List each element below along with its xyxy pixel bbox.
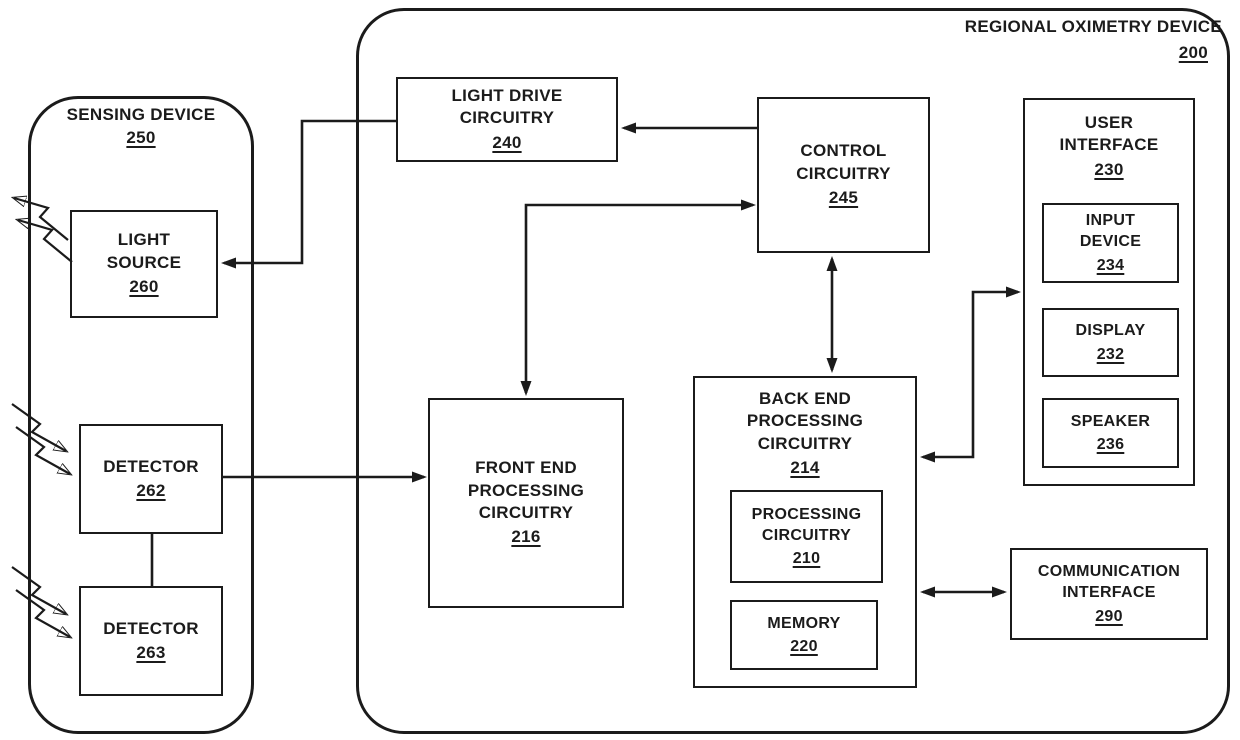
detector-263-label: DETECTOR (103, 618, 199, 638)
speaker-label: SPEAKER (1070, 412, 1151, 430)
light-drive-circuitry-box: LIGHT DRIVE CIRCUITRY 240 (396, 77, 618, 162)
sensing-device-ref: 250 (126, 127, 156, 147)
input-device-box: INPUT DEVICE 234 (1042, 203, 1179, 283)
light-drive-circuitry-label: LIGHT DRIVE CIRCUITRY (451, 85, 563, 128)
control-circuitry-ref: 245 (828, 188, 859, 208)
display-label: DISPLAY (1075, 322, 1146, 340)
sensing-device-title: SENSING DEVICE (66, 105, 216, 124)
regional-oximetry-device-container (356, 8, 1230, 734)
detector-263-box: DETECTOR 263 (79, 586, 223, 696)
user-interface-label: USER INTERFACE (1059, 113, 1159, 155)
display-ref: 232 (1096, 345, 1125, 363)
control-circuitry-box: CONTROL CIRCUITRY 245 (757, 97, 930, 253)
communication-interface-box: COMMUNICATION INTERFACE 290 (1010, 548, 1208, 640)
regional-oximetry-device-title: REGIONAL OXIMETRY DEVICE (964, 17, 1222, 36)
communication-interface-label: COMMUNICATION INTERFACE (1037, 563, 1181, 602)
detector-262-box: DETECTOR 262 (79, 424, 223, 534)
memory-ref: 220 (790, 638, 818, 655)
memory-label: MEMORY (767, 614, 841, 632)
memory-box: MEMORY 220 (730, 600, 878, 670)
detector-262-ref: 262 (136, 481, 166, 500)
light-drive-circuitry-ref: 240 (492, 132, 522, 152)
detector-263-ref: 263 (136, 643, 166, 662)
communication-interface-ref: 290 (1095, 607, 1123, 625)
speaker-box: SPEAKER 236 (1042, 398, 1179, 468)
sensing-device-caption: SENSING DEVICE 250 (28, 104, 254, 150)
light-source-box: LIGHT SOURCE 260 (70, 210, 218, 318)
light-source-label: LIGHT SOURCE (106, 230, 182, 272)
input-device-ref: 234 (1096, 256, 1125, 274)
processing-circuitry-ref: 210 (792, 550, 821, 568)
regional-oximetry-device-ref: 200 (1178, 42, 1208, 62)
control-circuitry-label: CONTROL CIRCUITRY (796, 141, 891, 183)
processing-circuitry-label: PROCESSING CIRCUITRY (751, 505, 862, 544)
processing-circuitry-box: PROCESSING CIRCUITRY 210 (730, 490, 883, 583)
back-end-processing-circuitry-ref: 214 (790, 458, 820, 478)
input-device-label: INPUT DEVICE (1079, 212, 1142, 251)
regional-oximetry-device-caption: REGIONAL OXIMETRY DEVICE 200 (880, 16, 1222, 65)
speaker-ref: 236 (1096, 436, 1125, 453)
back-end-processing-circuitry-label: BACK END PROCESSING CIRCUITRY (746, 389, 864, 453)
front-end-processing-circuitry-label: FRONT END PROCESSING CIRCUITRY (467, 458, 585, 522)
front-end-processing-circuitry-ref: 216 (511, 527, 541, 547)
light-source-ref: 260 (129, 277, 159, 297)
front-end-processing-circuitry-box: FRONT END PROCESSING CIRCUITRY 216 (428, 398, 624, 608)
user-interface-ref: 230 (1094, 159, 1124, 179)
display-box: DISPLAY 232 (1042, 308, 1179, 377)
detector-262-label: DETECTOR (103, 456, 199, 476)
